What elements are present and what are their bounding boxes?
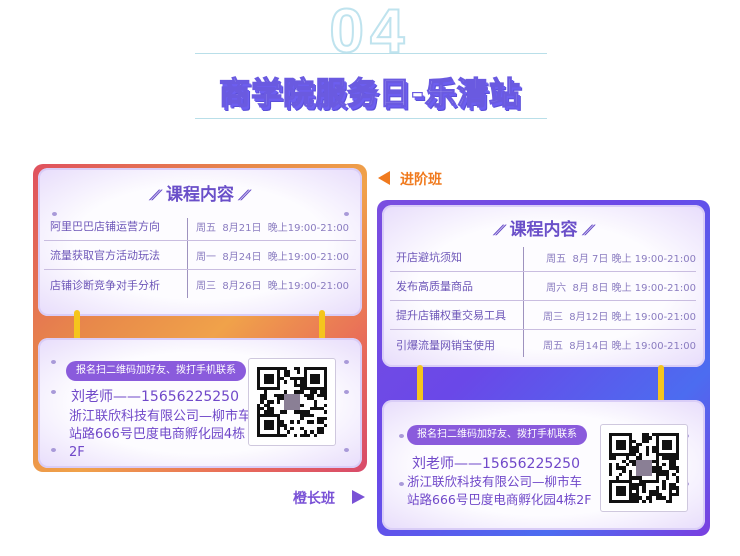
course-row: 引爆流量网销宝使用 周五 8月14日 晚上 19:00-21:00 [390,330,696,359]
arrow-left-icon [378,171,390,185]
page-title: 商学院服务日-乐清站 [218,75,521,112]
slash-icon: ⁄⁄ [582,223,594,239]
course-time: 周五 8月 7日 晚上 19:00-21:00 [546,253,696,265]
course-row: 流量获取官方活动玩法 周一 8月24日 晚上19:00-21:00 [44,241,356,270]
course-header: ⁄⁄课程内容⁄⁄ [382,215,705,240]
slash-icon: ⁄⁄ [493,223,505,239]
course-time: 周三 8月26日 晚上19:00-21:00 [196,281,350,292]
course-time: 周六 8月 8日 晚上 19:00-21:00 [546,282,696,294]
course-header-title: 课程内容 [166,185,234,205]
address: 浙江联欣科技有限公司—柳市车站路666号巴度电商孵化园4栋2F [407,474,592,507]
teacher-phone: 刘老师——15656225250 [71,389,239,405]
course-row: 店铺诊断竞争对手分析 周三 8月26日 晚上19:00-21:00 [44,270,356,299]
signup-pill: 报名扫二维码加好友、拨打手机联系 [66,361,246,381]
course-name: 发布高质量商品 [396,280,473,293]
course-row: 开店避坑须知 周五 8月 7日 晚上 19:00-21:00 [390,243,696,272]
slash-icon: ⁄⁄ [150,188,161,204]
contact-panel: 报名扫二维码加好友、拨打手机联系 刘老师——15656225250 浙江联欣科技… [38,338,362,468]
course-name: 提升店铺权重交易工具 [396,309,506,322]
section-number: 04 [329,2,411,54]
course-row: 提升店铺权重交易工具 周三 8月12日 晚上 19:00-21:00 [390,301,696,330]
course-panel: ⁄⁄ 课程内容 ⁄⁄ 阿里巴巴店铺运营方向 周五 8月21日 晚上19:00-21:0… [38,168,362,316]
address: 浙江联欣科技有限公司—柳市车站路666号巴度电商孵化园4栋2F [69,409,252,460]
signup-pill: 报名扫二维码加好友、拨打手机联系 [407,425,587,445]
course-name: 流量获取官方活动玩法 [50,249,160,262]
course-panel: ⁄⁄课程内容⁄⁄ 开店避坑须知 周五 8月 7日 晚上 19:00-21:00 发布… [382,205,705,367]
course-row: 发布高质量商品 周六 8月 8日 晚上 19:00-21:00 [390,272,696,301]
column-divider [523,247,524,357]
divider-top [195,53,547,54]
divider-bottom [195,118,547,119]
qr-code [600,424,688,512]
course-name: 开店避坑须知 [396,251,462,264]
course-name: 引爆流量网销宝使用 [396,338,495,352]
teacher-phone: 刘老师——15656225250 [412,456,580,472]
slash-icon: ⁄⁄ [239,188,250,204]
course-time: 周三 8月12日 晚上 19:00-21:00 [542,311,696,323]
growth-class-card: ⁄⁄课程内容⁄⁄ 开店避坑须知 周五 8月 7日 晚上 19:00-21:00 发布… [377,200,710,536]
course-name: 店铺诊断竞争对手分析 [50,278,160,292]
course-time: 周一 8月24日 晚上19:00-21:00 [196,251,350,263]
course-header-title: 课程内容 [509,220,578,240]
column-divider [187,218,188,298]
course-time: 周五 8月21日 晚上19:00-21:00 [196,222,350,234]
advanced-class-label: 进阶班 [400,172,442,188]
contact-panel: 报名扫二维码加好友、拨打手机联系 刘老师——15656225250 浙江联欣科技… [382,400,705,530]
arrow-right-icon [352,490,365,504]
course-row: 阿里巴巴店铺运营方向 周五 8月21日 晚上19:00-21:00 [44,212,356,241]
growth-class-label: 橙长班 [293,491,335,507]
qr-code [248,358,336,446]
advanced-class-card: ⁄⁄ 课程内容 ⁄⁄ 阿里巴巴店铺运营方向 周五 8月21日 晚上19:00-21:0… [33,164,367,472]
course-header: ⁄⁄ 课程内容 ⁄⁄ [38,180,362,205]
course-name: 阿里巴巴店铺运营方向 [50,220,160,233]
course-time: 周五 8月14日 晚上 19:00-21:00 [542,341,696,352]
